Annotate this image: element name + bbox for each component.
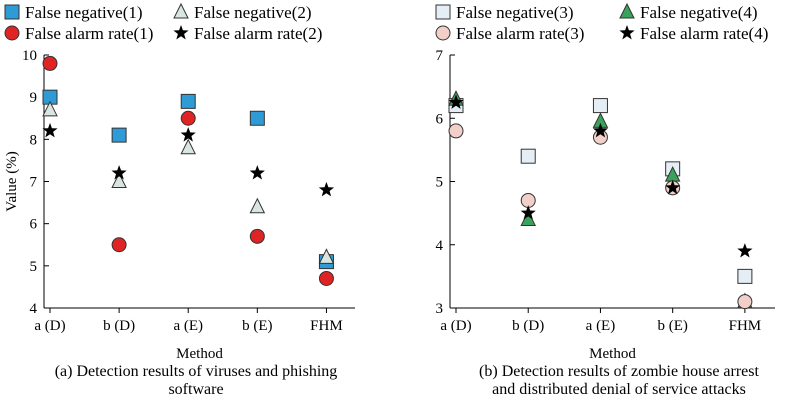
chart-panel-1: 4 5 6 7 8 9 10 a (D) b (D) a (E) b (E) FHM Method Val… xyxy=(4,2,355,398)
legend-marker-circle xyxy=(4,25,20,41)
data-point-star xyxy=(249,165,265,180)
x-tick-label: a (E) xyxy=(173,318,203,334)
x-tick-label: b (E) xyxy=(242,318,272,334)
panel-caption: and distributed denial of service attack… xyxy=(492,381,746,398)
data-point-star xyxy=(737,243,753,258)
y-tick-label: 5 xyxy=(436,175,444,191)
x-axis-label: Method xyxy=(176,346,223,362)
data-point-star xyxy=(448,94,464,109)
data-point-triangle xyxy=(42,100,58,117)
data-point-triangle xyxy=(318,248,335,264)
data-point-star xyxy=(180,127,196,142)
data-point-square xyxy=(249,110,265,126)
y-tick-label: 10 xyxy=(22,48,37,64)
y-tick-label: 6 xyxy=(30,217,38,233)
x-tick-label: a (E) xyxy=(586,318,616,334)
x-tick-label: a (D) xyxy=(440,318,471,334)
data-point-square xyxy=(180,93,196,109)
y-tick-label: 3 xyxy=(436,301,444,317)
data-point-square xyxy=(111,127,127,143)
x-tick-label: b (E) xyxy=(657,318,687,334)
x-tick-label: b (D) xyxy=(103,318,135,334)
legend-label: False alarm rate(4) xyxy=(640,24,768,43)
legend-marker-circle xyxy=(435,25,451,41)
data-point-triangle xyxy=(180,138,197,155)
y-tick-label: 4 xyxy=(436,238,444,254)
y-tick-label: 5 xyxy=(30,259,38,275)
legend-marker-square xyxy=(4,4,20,20)
legend-marker-triangle xyxy=(173,2,189,19)
y-tick-label: 7 xyxy=(30,175,38,191)
data-point-circle xyxy=(42,55,58,71)
data-point-circle xyxy=(180,110,196,126)
x-axis-label: Method xyxy=(589,346,636,362)
data-point-star xyxy=(42,122,58,138)
data-point-triangle xyxy=(249,197,266,214)
data-point-star xyxy=(111,165,127,180)
y-tick-label: 4 xyxy=(30,301,38,317)
data-point-star xyxy=(665,179,681,195)
panel-caption: software xyxy=(168,381,223,398)
legend-label: False alarm rate(2) xyxy=(194,24,322,43)
x-tick-label: b (D) xyxy=(512,318,544,334)
data-point-star xyxy=(592,122,609,138)
legend-label: False alarm rate(1) xyxy=(25,24,153,43)
data-point-square xyxy=(520,148,536,164)
chart-panel-2: 3 4 5 6 7 a (D) b (D) a (E) b (E) FHM Method False … xyxy=(435,2,775,398)
data-point-star xyxy=(520,205,536,220)
x-tick-label: a (D) xyxy=(34,318,65,334)
data-point-star xyxy=(318,181,335,197)
data-point-circle xyxy=(448,123,464,139)
data-point-circle xyxy=(111,237,127,253)
legend-marker-square xyxy=(435,4,451,20)
data-point-circle xyxy=(249,228,265,244)
legend-marker-triangle xyxy=(619,2,635,19)
y-axis-label: Value (%) xyxy=(4,151,20,211)
legend-label: False negative(3) xyxy=(456,3,574,22)
x-tick-label: FHM xyxy=(729,318,762,334)
legend-label: False negative(2) xyxy=(194,3,312,22)
data-point-circle xyxy=(318,270,334,286)
y-tick-label: 6 xyxy=(436,111,444,127)
y-tick-label: 8 xyxy=(30,132,38,148)
x-tick-label: FHM xyxy=(310,318,343,334)
data-point-circle xyxy=(737,294,753,310)
legend-marker-star xyxy=(173,25,189,40)
data-point-square xyxy=(737,268,753,284)
y-tick-label: 7 xyxy=(436,48,444,64)
panel-caption: (b) Detection results of zombie house ar… xyxy=(479,363,759,380)
legend-marker-star xyxy=(619,25,635,40)
panel-caption: (a) Detection results of viruses and phi… xyxy=(55,363,338,380)
data-point-square xyxy=(592,98,608,114)
y-tick-label: 9 xyxy=(30,90,38,106)
legend-label: False negative(1) xyxy=(25,3,143,22)
legend-label: False alarm rate(3) xyxy=(456,24,584,43)
data-point-triangle xyxy=(111,172,127,188)
legend-label: False negative(4) xyxy=(640,3,758,22)
